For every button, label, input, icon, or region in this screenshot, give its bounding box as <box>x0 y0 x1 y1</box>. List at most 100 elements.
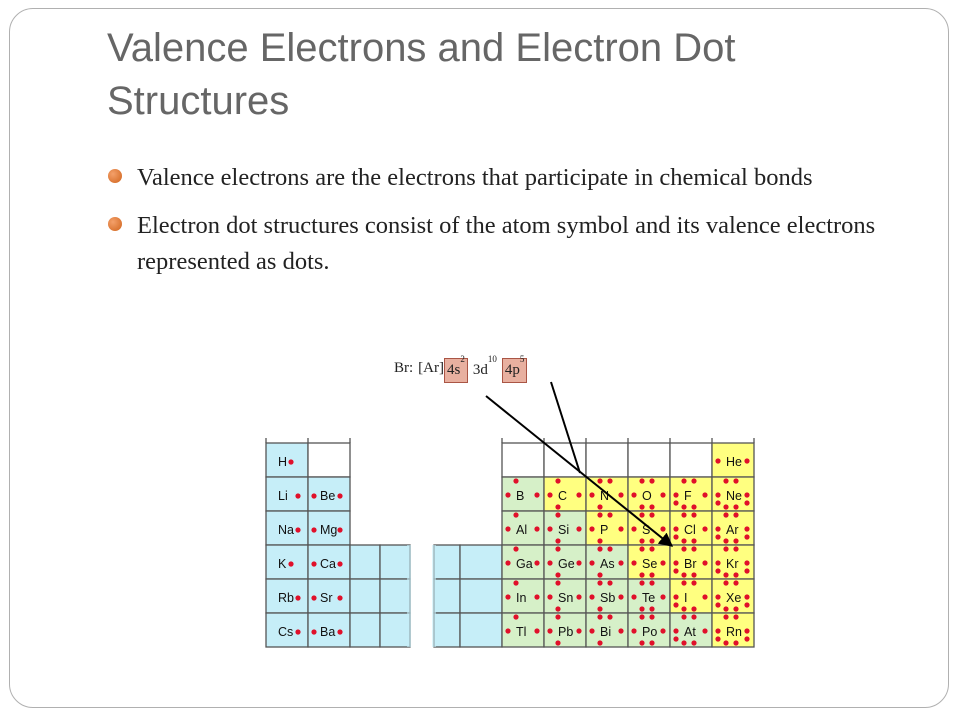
arrow-4p-to-br <box>550 381 581 474</box>
element-symbol: C <box>558 489 567 503</box>
electron-dot <box>723 572 729 578</box>
element-cell-rn: Rn <box>711 612 755 648</box>
electron-dot <box>681 606 687 612</box>
electron-dot <box>547 594 553 600</box>
element-symbol: Ba <box>320 625 335 639</box>
element-symbol: H <box>278 455 287 469</box>
electron-dot <box>639 606 645 612</box>
electron-dot <box>660 560 666 566</box>
element-cell-cs: Cs <box>265 612 309 648</box>
electron-dot <box>744 560 750 566</box>
electron-dot <box>505 492 511 498</box>
electron-dot <box>597 640 603 646</box>
electron-dot <box>505 628 511 634</box>
element-cell-as: As <box>585 544 629 580</box>
element-symbol: Se <box>642 557 657 571</box>
element-cell-ca: Ca <box>307 544 351 580</box>
electron-dot <box>639 614 645 620</box>
electron-dot <box>681 504 687 510</box>
electron-dot <box>723 478 729 484</box>
electron-dot <box>733 606 739 612</box>
electron-dot <box>589 594 595 600</box>
element-symbol: F <box>684 489 692 503</box>
transition-metal-cell <box>349 578 381 614</box>
element-symbol: B <box>516 489 524 503</box>
electron-dot <box>723 606 729 612</box>
element-cell-si: Si <box>543 510 587 546</box>
element-symbol: Tl <box>516 625 526 639</box>
electron-dot <box>723 546 729 552</box>
electron-dot <box>576 628 582 634</box>
element-symbol: Ne <box>726 489 742 503</box>
electron-dot <box>631 628 637 634</box>
element-cell-f: F <box>669 476 713 512</box>
electron-dot <box>639 512 645 518</box>
empty-cell <box>585 442 629 478</box>
electron-dot <box>673 492 679 498</box>
empty-cell <box>501 442 545 478</box>
electron-dot <box>681 580 687 586</box>
element-cell-ar: Ar <box>711 510 755 546</box>
electron-dot <box>681 512 687 518</box>
electron-dot <box>505 594 511 600</box>
electron-dot <box>513 614 519 620</box>
electron-dot <box>639 504 645 510</box>
bullet-list: Valence electrons are the electrons that… <box>108 160 888 292</box>
electron-dot <box>691 580 697 586</box>
electron-dot <box>744 628 750 634</box>
electron-dot <box>744 534 750 540</box>
element-symbol: Ga <box>516 557 533 571</box>
electron-dot <box>534 594 540 600</box>
element-cell-kr: Kr <box>711 544 755 580</box>
element-cell-be: Be <box>307 476 351 512</box>
electron-dot <box>733 572 739 578</box>
element-symbol: Ge <box>558 557 575 571</box>
electron-dot <box>337 629 343 635</box>
electron-dot <box>295 629 301 635</box>
electron-dot <box>311 595 317 601</box>
element-cell-sr: Sr <box>307 578 351 614</box>
element-cell-ge: Ge <box>543 544 587 580</box>
electron-dot <box>691 546 697 552</box>
transition-metal-cell <box>349 544 381 580</box>
electron-dot <box>681 478 687 484</box>
electron-dot <box>607 614 613 620</box>
element-cell-na: Na <box>265 510 309 546</box>
config-orbital-3d: 3d10 <box>473 354 497 379</box>
electron-dot <box>337 493 343 499</box>
element-symbol: O <box>642 489 652 503</box>
electron-dot <box>691 478 697 484</box>
orbital-label: 4s <box>447 362 461 378</box>
electron-dot <box>715 458 721 464</box>
element-cell-in: In <box>501 578 545 614</box>
electron-dot <box>733 538 739 544</box>
electron-dot <box>649 614 655 620</box>
element-cell-te: Te <box>627 578 671 614</box>
element-cell-b: B <box>501 476 545 512</box>
element-symbol: Li <box>278 489 288 503</box>
electron-dot <box>631 526 637 532</box>
electron-dot <box>547 492 553 498</box>
element-cell-c: C <box>543 476 587 512</box>
slide-frame <box>9 8 949 708</box>
element-symbol: Be <box>320 489 335 503</box>
electron-dot <box>639 640 645 646</box>
element-cell-mg: Mg <box>307 510 351 546</box>
electron-dot <box>555 538 561 544</box>
element-symbol: Kr <box>726 557 739 571</box>
electron-dot <box>649 572 655 578</box>
electron-dot <box>597 478 603 484</box>
transition-metal-cell <box>433 612 461 648</box>
element-symbol: Pb <box>558 625 573 639</box>
electron-dot <box>631 594 637 600</box>
element-cell-cl: Cl <box>669 510 713 546</box>
electron-dot <box>547 560 553 566</box>
element-symbol: P <box>600 523 608 537</box>
electron-dot <box>702 628 708 634</box>
electron-dot <box>576 526 582 532</box>
electron-dot <box>555 614 561 620</box>
empty-cell <box>307 442 351 478</box>
electron-dot <box>702 492 708 498</box>
element-cell-sb: Sb <box>585 578 629 614</box>
electron-dot <box>597 546 603 552</box>
